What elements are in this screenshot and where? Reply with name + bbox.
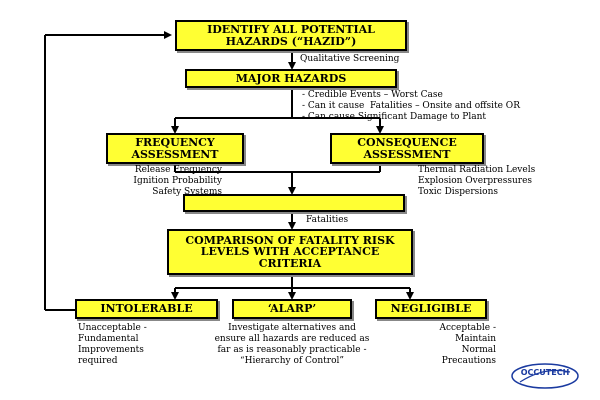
consequence-assessment-box: CONSEQUENCE ASSESSMENT bbox=[330, 133, 484, 164]
major-hazards-criteria: - Credible Events – Worst Case - Can it … bbox=[302, 90, 520, 122]
company-logo bbox=[511, 363, 579, 389]
fatalities-label: Fatalities bbox=[306, 215, 349, 225]
intolerable-notes: Unacceptable - Fundamental Improvements … bbox=[78, 323, 147, 366]
blank-box bbox=[183, 194, 405, 212]
alarp-box: ‘ALARP’ bbox=[232, 299, 352, 319]
alarp-notes: Investigate alternatives and ensure all … bbox=[214, 323, 370, 366]
qualitative-screening-label: Qualitative Screening bbox=[300, 54, 400, 64]
negligible-box: NEGLIGIBLE bbox=[375, 299, 487, 319]
comparison-box: COMPARISON OF FATALITY RISK LEVELS WITH … bbox=[167, 229, 413, 275]
frequency-assessment-box: FREQUENCY ASSESSMENT bbox=[106, 133, 244, 164]
logo-text: OCCUTECH bbox=[520, 368, 570, 377]
major-hazards-box: MAJOR HAZARDS bbox=[185, 69, 397, 88]
consequence-notes: Thermal Radiation Levels Explosion Overp… bbox=[418, 165, 536, 197]
frequency-notes: Release Frequency Ignition Probability S… bbox=[133, 165, 222, 197]
hazid-box: IDENTIFY ALL POTENTIAL HAZARDS (“HAZID”) bbox=[175, 20, 407, 51]
intolerable-box: INTOLERABLE bbox=[75, 299, 218, 319]
negligible-notes: Acceptable - Maintain Normal Precautions bbox=[439, 323, 496, 366]
